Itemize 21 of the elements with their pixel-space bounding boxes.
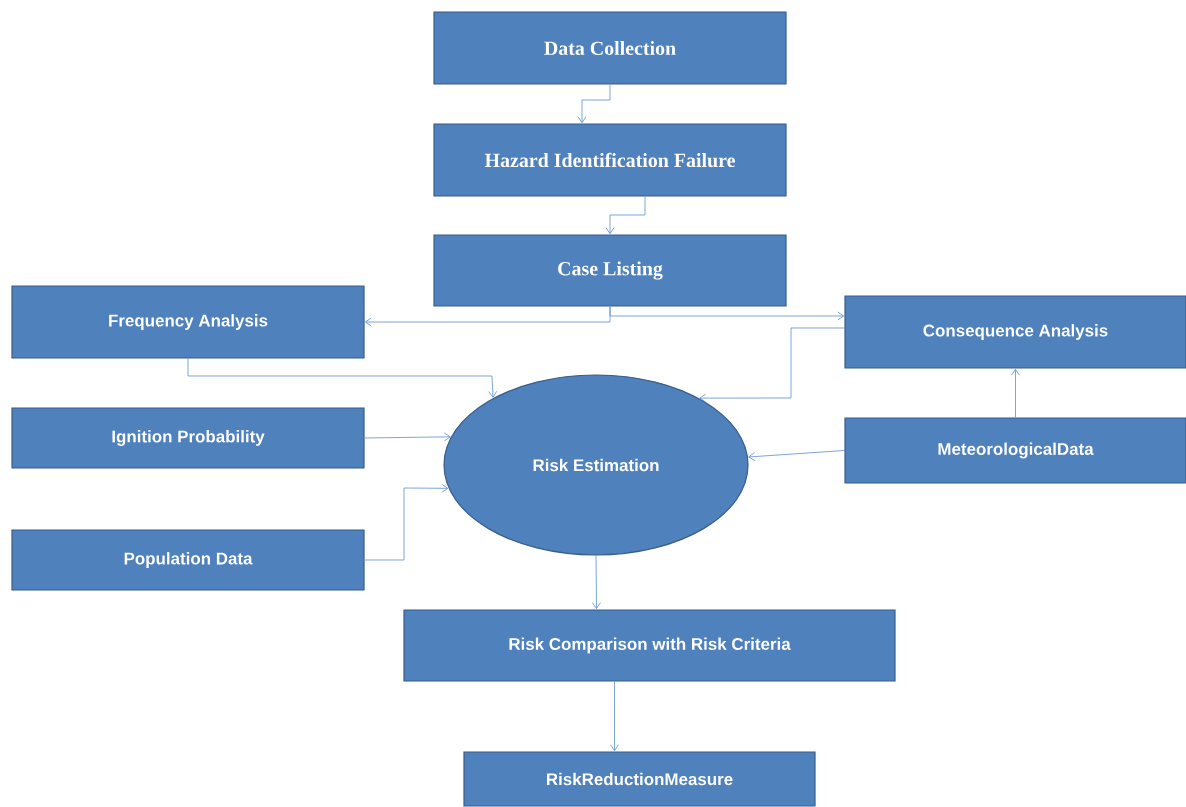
process-box: Data Collection bbox=[433, 11, 787, 85]
arrow bbox=[364, 483, 449, 561]
process-box: RiskReductionMeasure bbox=[463, 751, 816, 807]
arrow bbox=[699, 327, 845, 403]
arrow bbox=[610, 681, 619, 752]
process-box: Consequence Analysis bbox=[844, 295, 1186, 369]
process-box: Case Listing bbox=[433, 234, 787, 307]
arrow bbox=[1011, 368, 1020, 418]
process-box: MeteorologicalData bbox=[844, 417, 1186, 484]
arrow bbox=[187, 358, 498, 398]
arrow bbox=[364, 432, 451, 442]
arrow bbox=[609, 306, 845, 321]
arrow bbox=[577, 84, 611, 124]
arrow bbox=[592, 555, 601, 610]
process-box: Population Data bbox=[11, 529, 365, 591]
process-box: Hazard Identification Failure bbox=[433, 123, 787, 197]
process-box: Ignition Probability bbox=[11, 407, 365, 469]
process-box: Risk Comparison with Risk Criteria bbox=[403, 609, 896, 682]
arrow bbox=[748, 450, 845, 461]
process-box: Frequency Analysis bbox=[11, 285, 365, 359]
arrow bbox=[605, 196, 646, 235]
